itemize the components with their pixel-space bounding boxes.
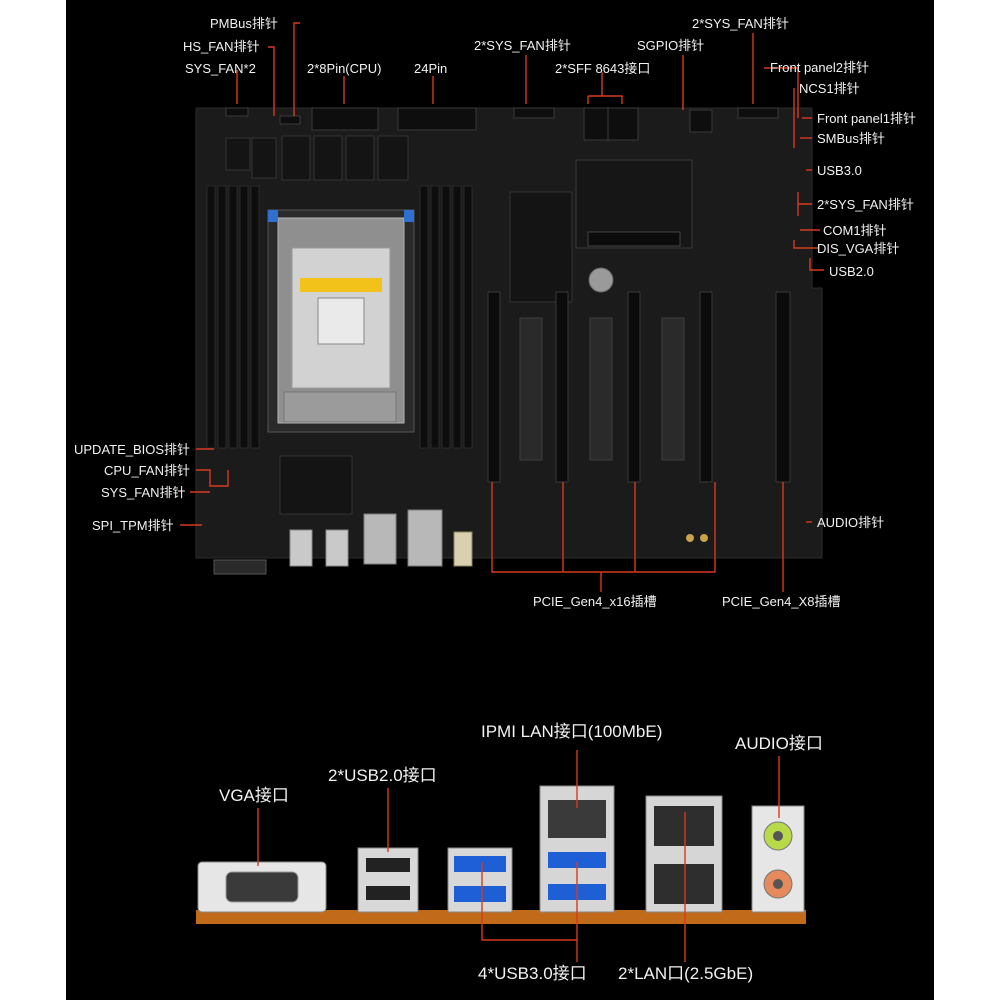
label-lan-ports: 2*LAN口(2.5GbE) [618, 964, 754, 983]
io-callout-lines [257, 750, 780, 962]
label-hs-fan: HS_FAN排针 [183, 39, 260, 54]
pcie-slots [487, 291, 791, 483]
label-update-bios: UPDATE_BIOS排针 [74, 442, 191, 457]
label-cpu-fan: CPU_FAN排针 [104, 463, 190, 478]
label-pcie-x8: PCIE_Gen4_X8插槽 [722, 594, 841, 609]
label-com1: COM1排针 [823, 223, 887, 238]
cmos-battery [588, 267, 614, 293]
label-dis-vga: DIS_VGA排针 [817, 241, 900, 256]
label-ipmi-lan: IPMI LAN接口(100MbE) [481, 722, 663, 741]
dimm-slots-left [206, 185, 260, 449]
top-headers [225, 107, 779, 141]
label-sys-fan-top-mid: 2*SYS_FAN排针 [474, 38, 571, 53]
label-vga-port: VGA接口 [219, 786, 289, 805]
label-sys-fan-top-right: 2*SYS_FAN排针 [692, 16, 789, 31]
io-shield-strip [196, 910, 806, 924]
callout-lines [180, 22, 824, 592]
label-sys-fan-right: 2*SYS_FAN排针 [817, 197, 914, 212]
label-spi-tpm: SPI_TPM排针 [92, 518, 174, 533]
label-front-panel1: Front panel1排针 [817, 111, 916, 126]
io-heatsink [279, 455, 353, 515]
chipset-heatsink [509, 191, 573, 303]
label-usb30-ports: 4*USB3.0接口 [478, 964, 587, 983]
label-usb20: USB2.0 [829, 264, 874, 279]
label-audio-header: AUDIO排针 [817, 515, 885, 530]
label-sys-fan-left: SYS_FAN排针 [101, 485, 186, 500]
label-usb30: USB3.0 [817, 163, 862, 178]
label-24pin: 24Pin [414, 61, 448, 76]
cpu-socket [267, 209, 415, 433]
dimm-slots-right [419, 185, 473, 449]
label-pmbus: PMBus排针 [210, 16, 278, 31]
label-usb20-ports: 2*USB2.0接口 [328, 766, 437, 785]
label-ncs1: NCS1排针 [799, 81, 860, 96]
label-pcie-x16: PCIE_Gen4_x16插槽 [533, 594, 657, 609]
label-sys-fan-2: SYS_FAN*2 [185, 61, 256, 76]
board-io [213, 509, 708, 575]
label-smbus: SMBus排针 [817, 131, 885, 146]
label-front-panel2: Front panel2排针 [770, 60, 869, 75]
label-cpu-8pin: 2*8Pin(CPU) [307, 61, 382, 76]
label-audio-port: AUDIO接口 [735, 734, 823, 753]
label-sff8643: 2*SFF 8643接口 [555, 61, 651, 76]
vrm-heatsinks [225, 135, 409, 181]
io-closeup [196, 785, 806, 924]
label-sgpio: SGPIO排针 [637, 38, 705, 53]
